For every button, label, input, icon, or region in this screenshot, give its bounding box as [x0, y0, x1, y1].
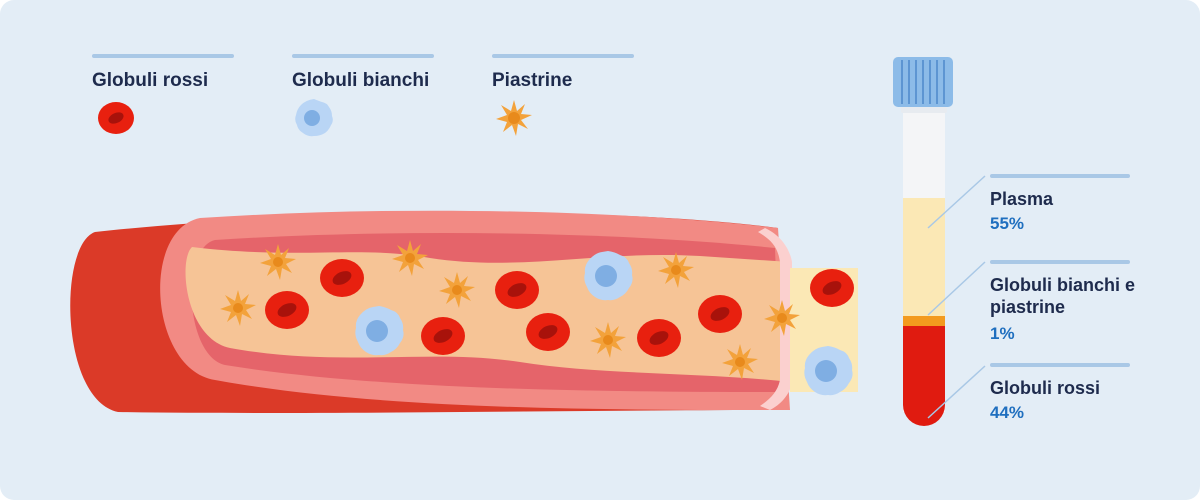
- red-blood-cell: [810, 269, 854, 307]
- legend-divider: [92, 54, 234, 58]
- legend-white-cells-label: Globuli bianchi: [292, 70, 430, 91]
- annotation-buffy-percent: 1%: [990, 324, 1015, 343]
- legend-white-cells: Globuli bianchi: [292, 54, 434, 137]
- white-blood-cell: [804, 346, 853, 396]
- legend-divider: [492, 54, 634, 58]
- legend-red-cells-label: Globuli rossi: [92, 70, 209, 91]
- tube-buffy-coat-layer: [903, 316, 945, 326]
- annotation-buffy-label: Globuli bianchi e piastrine: [990, 275, 1136, 317]
- white-blood-cell-icon: [295, 99, 333, 137]
- platelet-icon: [496, 100, 532, 136]
- red-blood-cell-icon: [98, 102, 134, 134]
- red-blood-cell: [698, 295, 742, 333]
- annotation-red-cells-percent: 44%: [990, 403, 1025, 422]
- red-blood-cell: [421, 317, 465, 355]
- test-tube: [893, 57, 953, 426]
- tube-red-cells-layer: [903, 326, 945, 426]
- vessel-cut-edge: [758, 228, 792, 410]
- annotation-divider: [990, 174, 1130, 178]
- leader-lines: [927, 175, 986, 419]
- legend-platelets: Piastrine: [492, 54, 634, 136]
- red-blood-cell: [495, 271, 539, 309]
- legend-red-cells: Globuli rossi: [92, 54, 234, 134]
- tube-rim: [901, 107, 947, 113]
- white-blood-cell: [355, 306, 404, 356]
- legend-divider: [292, 54, 434, 58]
- tube-cap-ridges: [901, 60, 945, 104]
- annotation-red-cells: Globuli rossi 44%: [990, 363, 1130, 423]
- annotation-red-cells-label: Globuli rossi: [990, 378, 1101, 398]
- annotation-divider: [990, 363, 1130, 367]
- annotation-buffy: Globuli bianchi e piastrine 1%: [990, 260, 1140, 344]
- legend-platelets-label: Piastrine: [492, 70, 573, 91]
- red-blood-cell: [637, 319, 681, 357]
- white-blood-cell: [584, 251, 633, 301]
- red-blood-cell: [526, 313, 570, 351]
- tube-plasma-layer: [903, 198, 945, 316]
- annotation-plasma-label: Plasma: [990, 189, 1054, 209]
- annotation-divider: [990, 260, 1130, 264]
- red-blood-cell: [320, 259, 364, 297]
- red-blood-cell: [265, 291, 309, 329]
- annotation-plasma-percent: 55%: [990, 214, 1025, 233]
- annotation-plasma: Plasma 55%: [990, 174, 1130, 234]
